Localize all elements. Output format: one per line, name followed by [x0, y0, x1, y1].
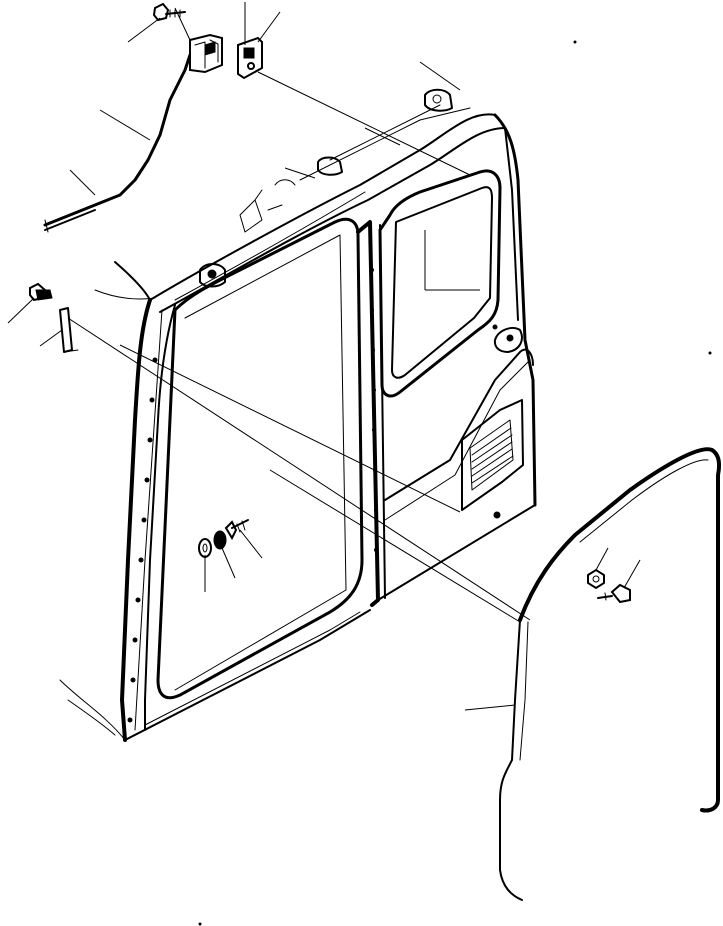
- vent-slats: [471, 427, 514, 484]
- pillar-rivets: [127, 357, 158, 723]
- door-weatherstrip-seal: [499, 447, 722, 901]
- door-window-frame: [378, 169, 524, 519]
- b-pillar-rivets: [370, 268, 378, 552]
- scan-dots: [198, 40, 712, 926]
- nut: [587, 568, 605, 590]
- bolt: [597, 583, 631, 604]
- bolt: [224, 519, 249, 541]
- leader-lines: [7, 2, 641, 711]
- washer: [198, 538, 212, 558]
- retainer-clip: [59, 307, 79, 353]
- door-hinge-bracket: [189, 33, 223, 74]
- door-stay-rod: [43, 53, 192, 233]
- bolt: [152, 2, 186, 22]
- door-hinge-bracket: [237, 36, 263, 80]
- cab-shell: [59, 88, 537, 742]
- bolt: [29, 282, 53, 302]
- washer: [213, 530, 227, 550]
